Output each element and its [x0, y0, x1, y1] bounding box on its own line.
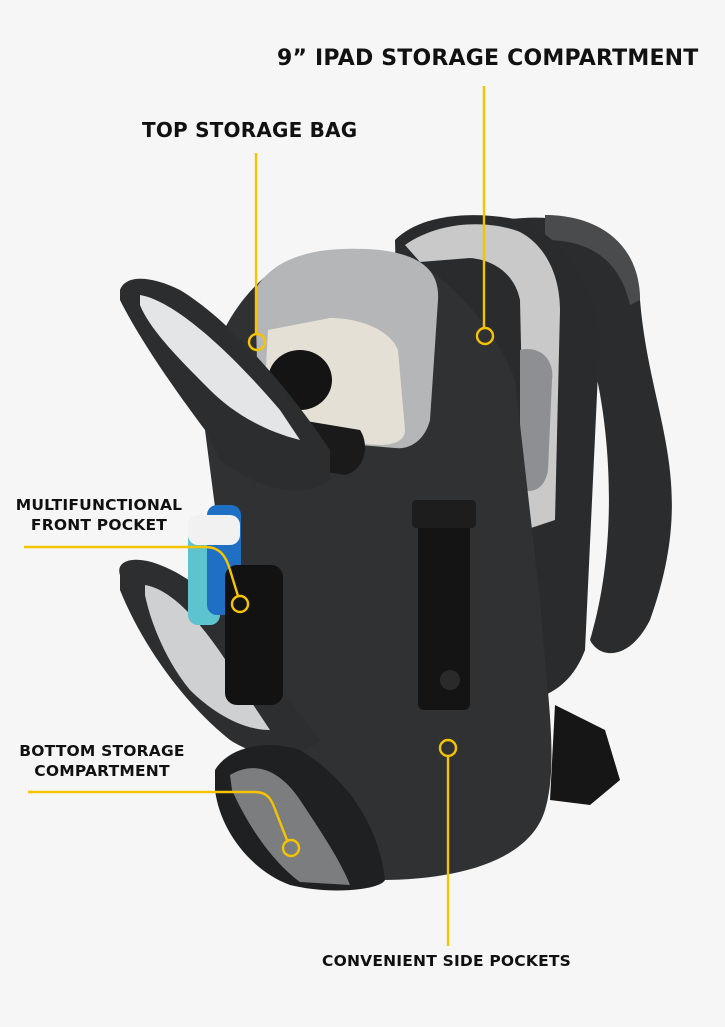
callout-bottom — [28, 790, 301, 858]
label-bottom-compartment-line2: COMPARTMENT — [34, 761, 170, 780]
callout-side — [438, 738, 458, 946]
label-top-storage-bag: TOP STORAGE BAG — [142, 118, 358, 142]
label-front-pocket-line1: MULTIFUNCTIONAL — [15, 496, 183, 514]
label-side-pockets: CONVENIENT SIDE POCKETS — [322, 952, 572, 970]
bottle — [225, 565, 283, 705]
shoulder-strap — [470, 217, 672, 654]
side-buckle — [550, 705, 620, 805]
label-front-pocket-line2: FRONT POCKET — [30, 515, 168, 534]
label-ipad-compartment: 9” IPAD STORAGE COMPARTMENT — [277, 46, 699, 71]
callout-ipad — [475, 86, 495, 346]
label-bottom-compartment: BOTTOM STORAGE COMPARTMENT — [18, 742, 186, 782]
mount-clip — [418, 500, 470, 710]
label-front-pocket: MULTIFUNCTIONAL FRONT POCKET — [14, 496, 184, 536]
label-bottom-compartment-line1: BOTTOM STORAGE — [19, 742, 185, 760]
callout-top — [247, 153, 267, 352]
ipad-compartment-lining — [405, 224, 560, 530]
callout-front — [24, 545, 250, 614]
